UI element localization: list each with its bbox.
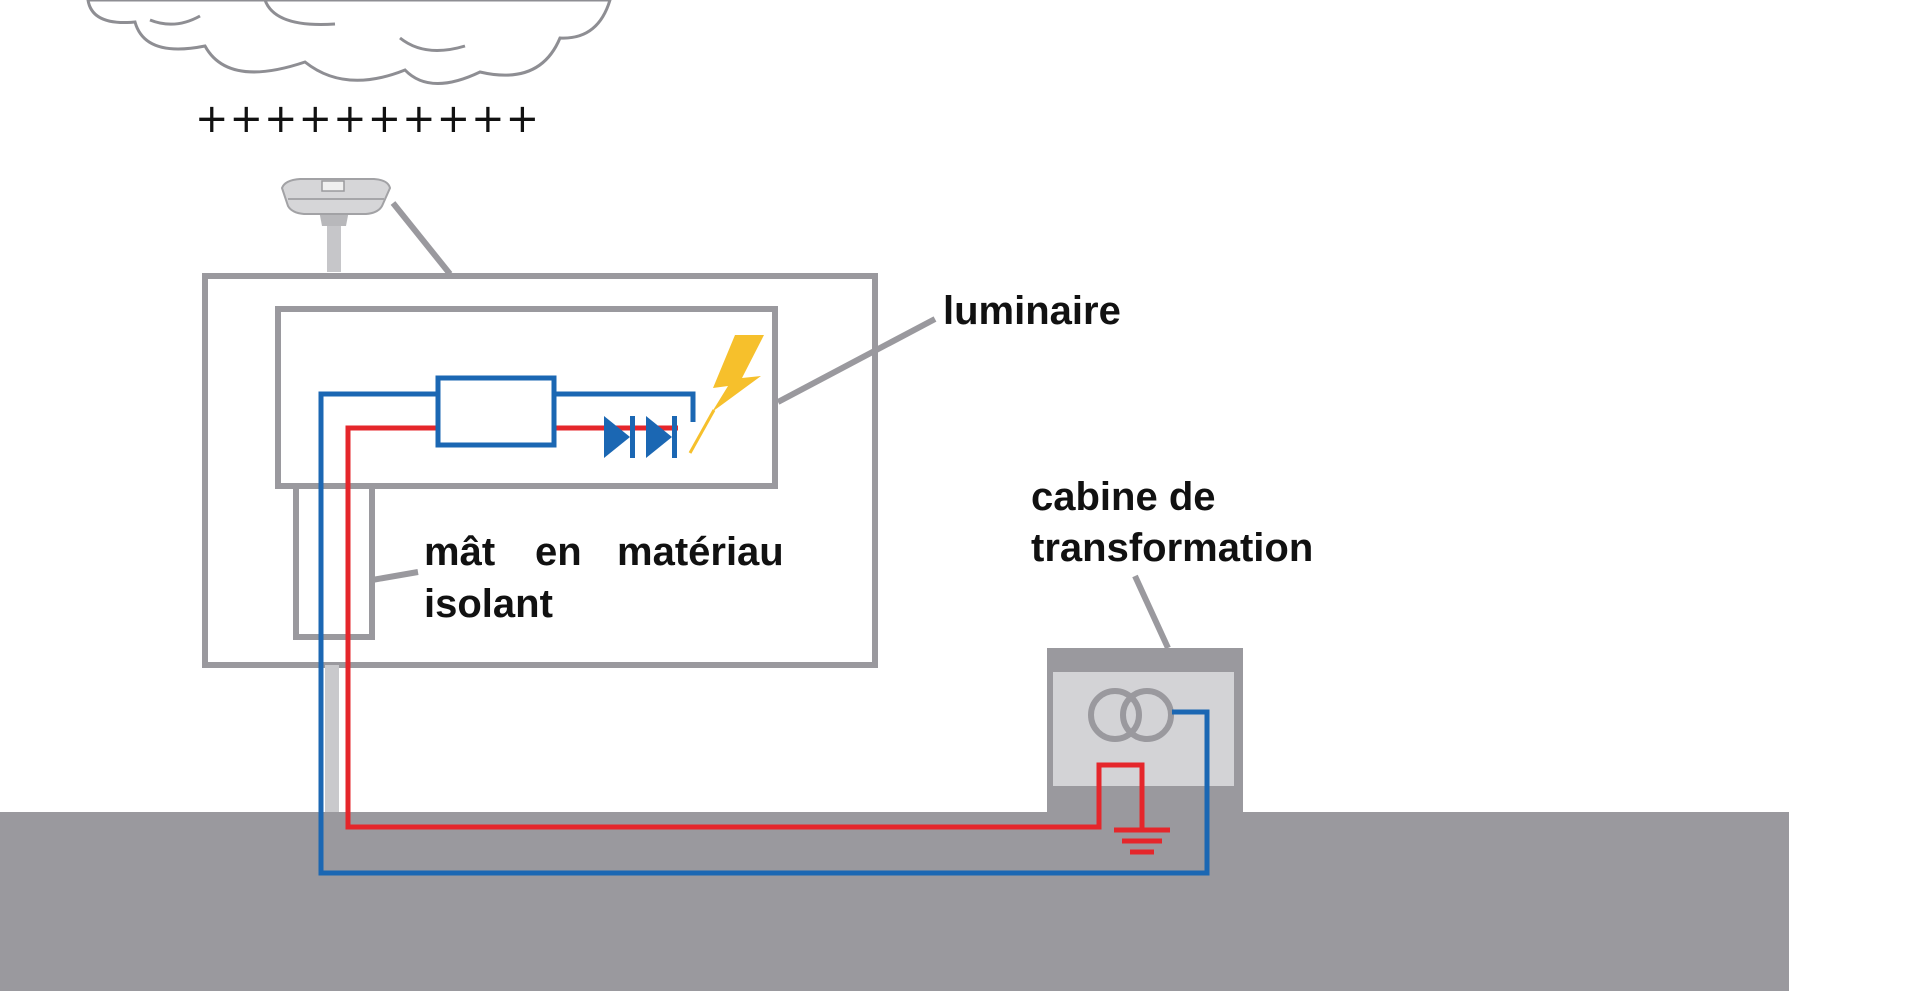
driver-box bbox=[435, 375, 557, 448]
mast bbox=[293, 483, 375, 640]
earth-ground-icon bbox=[1114, 824, 1170, 855]
lightning-bolt-icon bbox=[688, 335, 764, 454]
phase-wire bbox=[345, 425, 1145, 830]
cabin-label-line-2: transformation bbox=[1031, 526, 1313, 570]
transformer-icon bbox=[1088, 688, 1174, 742]
mast-label-word-3: matériau bbox=[617, 530, 784, 574]
cabin-callout-line bbox=[1132, 574, 1171, 650]
cloud-icon bbox=[86, 0, 612, 85]
luminaire-callout-line bbox=[776, 316, 937, 405]
mast-label-line-2: isolant bbox=[424, 582, 553, 626]
pole-shaft bbox=[325, 665, 339, 812]
charges-label: ++++++++++ bbox=[195, 96, 540, 142]
neutral-wire bbox=[318, 391, 1210, 876]
mast-callout-line bbox=[371, 569, 419, 583]
led-diode-icon bbox=[604, 416, 677, 458]
luminaire-label: luminaire bbox=[943, 289, 1121, 333]
transformer-cabin bbox=[1047, 648, 1243, 812]
ground bbox=[0, 812, 1789, 991]
street-lamp-icon bbox=[280, 178, 392, 272]
cabin-label-line-1: cabine de bbox=[1031, 475, 1216, 519]
mast-label-word-1: mât bbox=[424, 530, 495, 574]
lamp-callout-line bbox=[390, 201, 453, 276]
mast-label-word-2: en bbox=[535, 530, 582, 574]
